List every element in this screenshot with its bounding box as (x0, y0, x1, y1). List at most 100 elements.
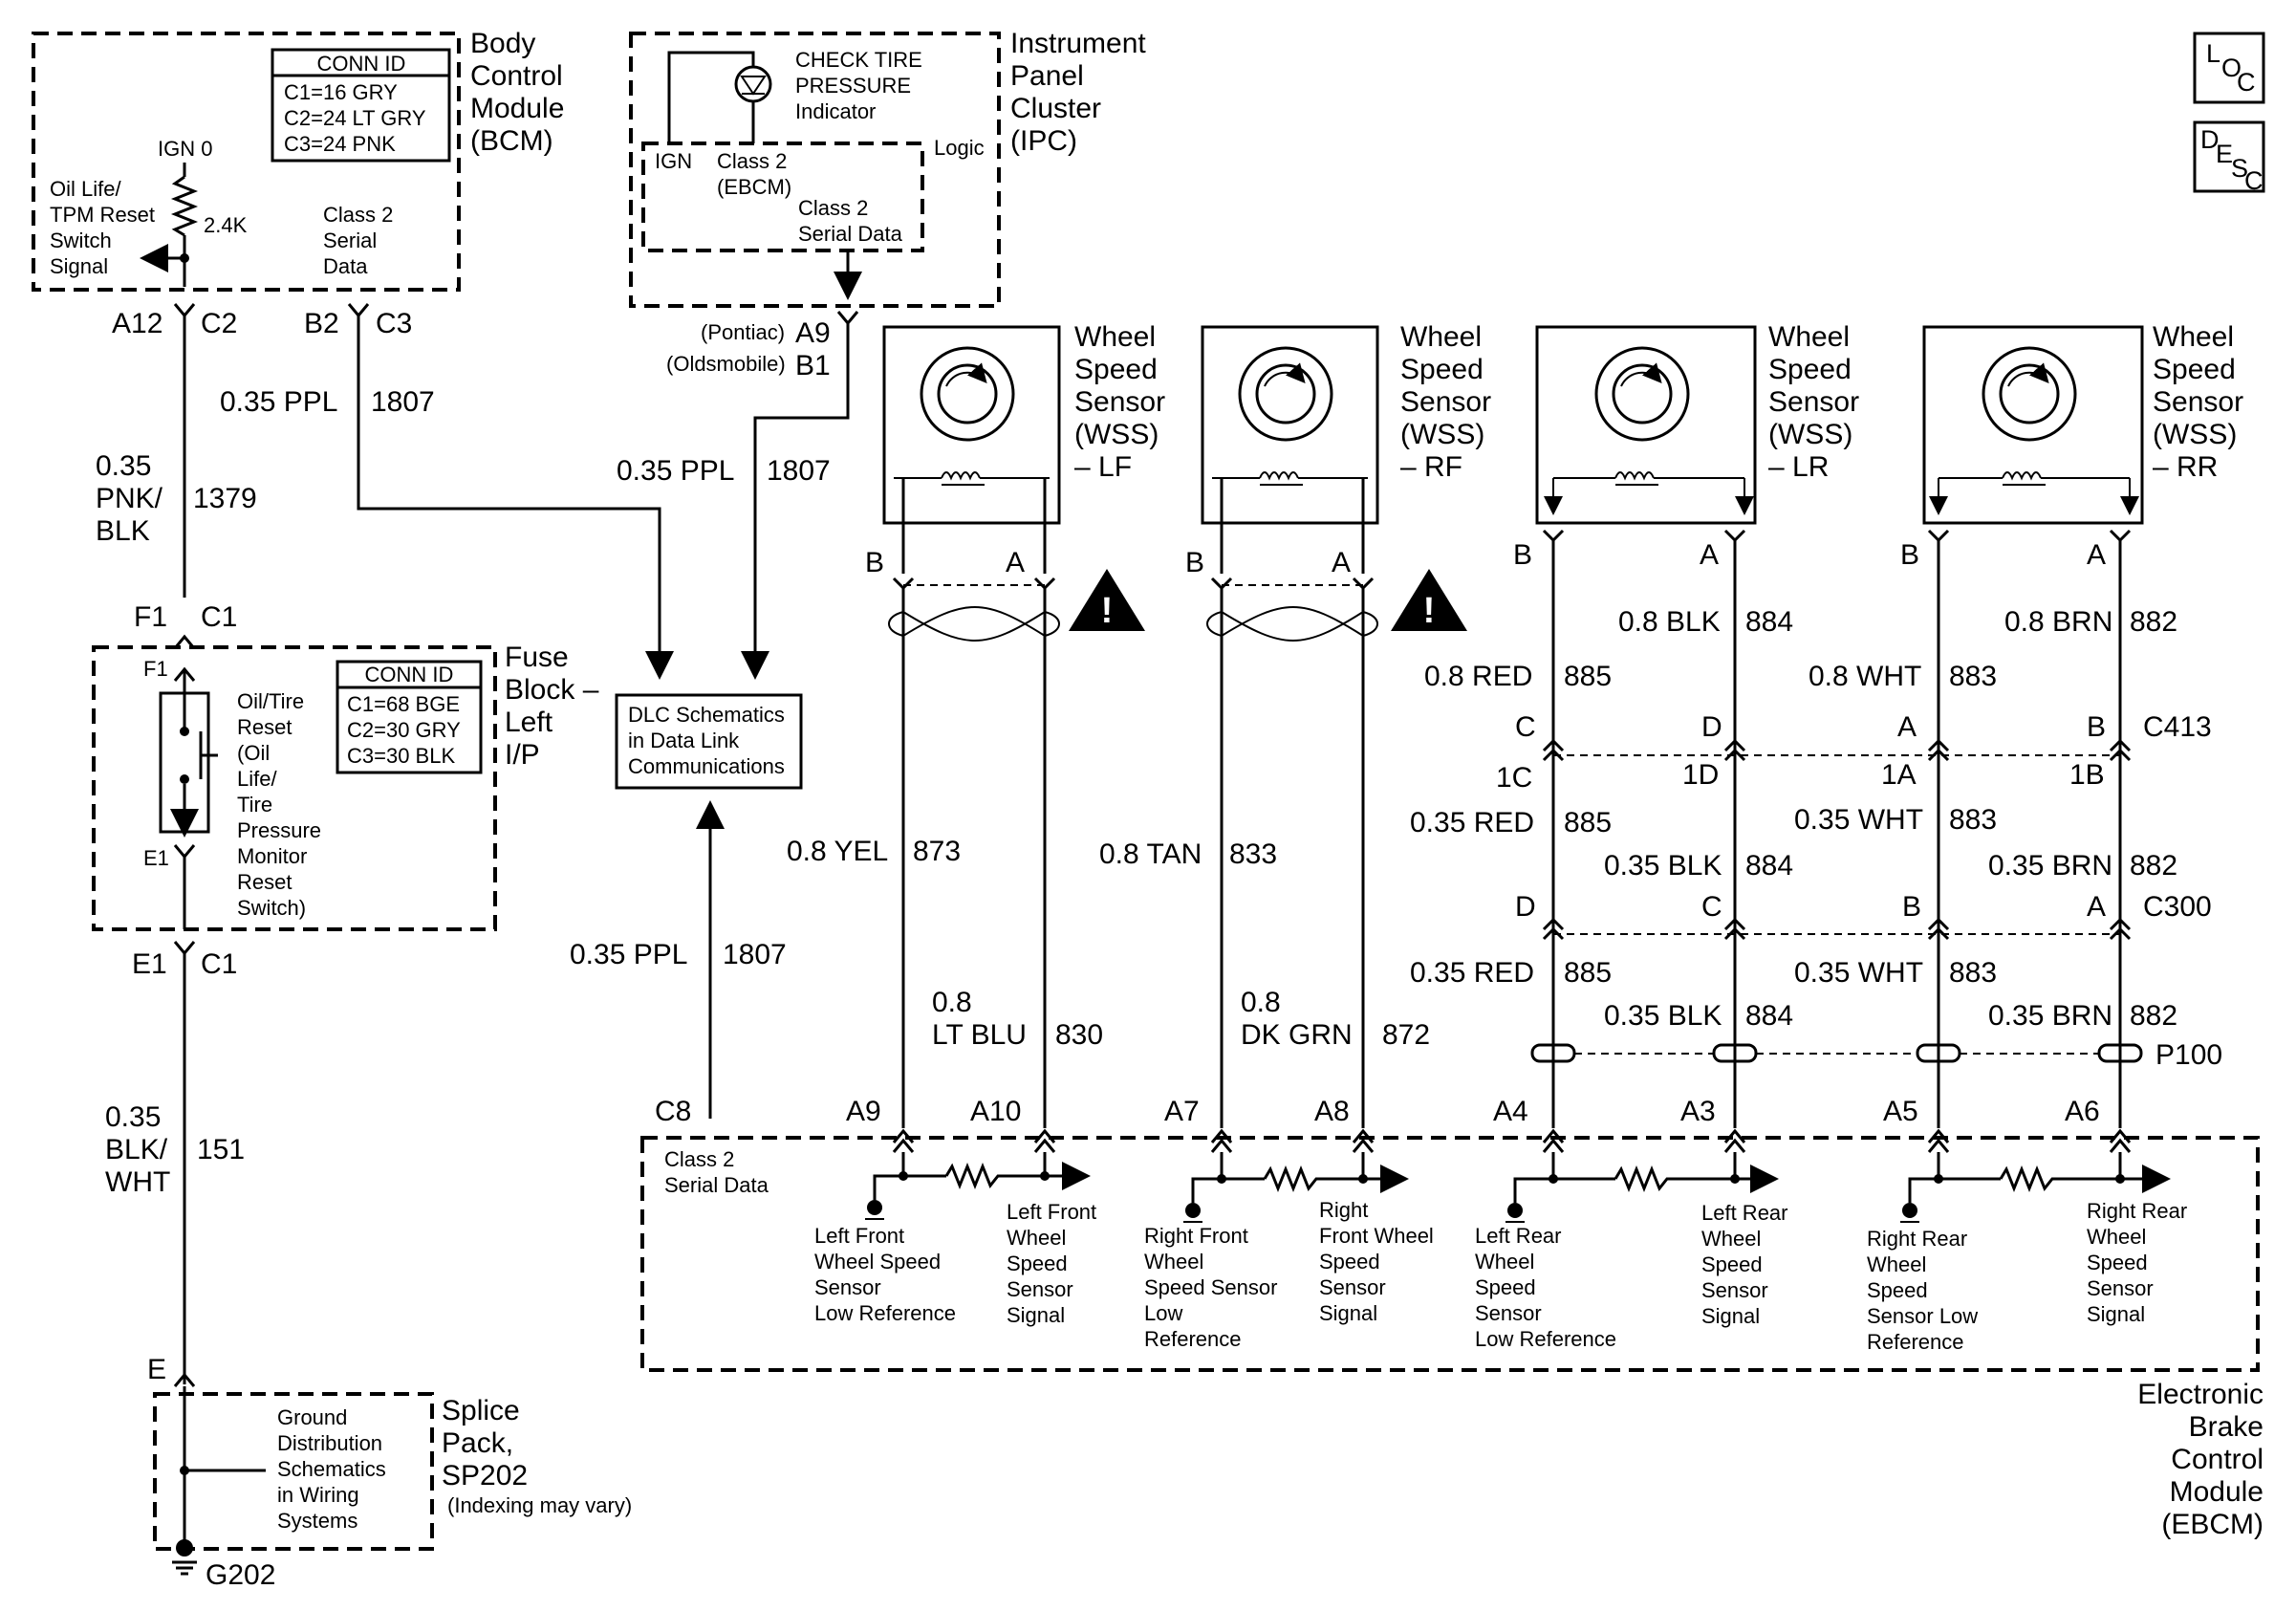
desc-icon[interactable]: D E S C (2193, 120, 2265, 195)
ebcm-lr-low-3: Speed (1475, 1275, 1536, 1299)
ebcm-lf-sig-1: Left Front (1007, 1200, 1096, 1224)
ground-icon (1185, 1203, 1201, 1218)
wire-bcm-num: 1807 (371, 386, 435, 418)
ebcm-rr-low-3: Speed (1867, 1278, 1928, 1302)
ground-icon (176, 1539, 193, 1557)
c413-1b: 1B (2069, 759, 2105, 791)
rear-r1-gauge: 0.8 BLK (1618, 606, 1721, 638)
wss-rf-t3: Sensor (1400, 386, 1491, 418)
wire-tan-gauge: 0.8 TAN (1099, 838, 1202, 870)
ebcm-rf-sig-1: Right (1319, 1198, 1368, 1222)
wss-lr-t5: – LR (1768, 451, 1829, 483)
fuse-e1-inner: E1 (143, 846, 169, 870)
c300-label: C300 (2143, 891, 2212, 923)
ipc-title-2: Panel (1010, 60, 1084, 92)
bcm-title-4: (BCM) (470, 125, 553, 157)
wss-lr-t3: Sensor (1768, 386, 1859, 418)
wss-lf-t5: – LF (1074, 451, 1132, 483)
ground-icon (867, 1200, 882, 1215)
ebcm-title-4: Module (2170, 1476, 2264, 1508)
wss-rr-t5: – RR (2153, 451, 2218, 483)
ebcm-rr-sig-3: Speed (2087, 1251, 2148, 1274)
wire-ltblu-num: 830 (1055, 1019, 1103, 1051)
bcm-title-3: Module (470, 93, 564, 124)
fuse-pin-c1-bot: C1 (201, 948, 237, 980)
ipc-olds: (Oldsmobile) (666, 352, 786, 376)
splice-text-4: in Wiring (277, 1483, 359, 1507)
fuse-pin-c1-top: C1 (201, 601, 237, 633)
warning-icon (1391, 569, 1467, 631)
wss-rr-t3: Sensor (2153, 386, 2243, 418)
ebcm-lr-sig-1: Left Rear (1701, 1201, 1788, 1225)
svg-text:C: C (2244, 166, 2264, 195)
ebcm-rr-low-5: Reference (1867, 1330, 1964, 1354)
bcm-title-1: Body (470, 28, 535, 59)
splice-title-2: Pack, (442, 1427, 513, 1459)
bcm-conn-header: CONN ID (317, 52, 406, 76)
ebcm-pin-a3: A3 (1680, 1096, 1716, 1127)
ebcm-pin-a4: A4 (1493, 1096, 1528, 1127)
rear-r9-num: 885 (1564, 957, 1612, 989)
c413-b: B (2087, 711, 2106, 743)
bcm-serial-3: Data (323, 254, 368, 278)
ebcm-rr-sig-1: Right Rear (2087, 1199, 2187, 1223)
fuse-switch-3: (Oil (237, 741, 270, 765)
ebcm-title-1: Electronic (2137, 1379, 2264, 1410)
svg-text:!: ! (1101, 591, 1114, 631)
ebcm-module: C8 A9 A10 A7 A8 A4 A3 A5 A6 Class 2 Seri… (640, 1096, 2264, 1540)
wire-1807-ipc (741, 323, 850, 680)
fuse-switch-1: Oil/Tire (237, 689, 304, 713)
c413-d: D (1701, 711, 1722, 743)
ebcm-title-3: Control (2171, 1444, 2264, 1475)
ebcm-title-5: (EBCM) (2161, 1509, 2264, 1540)
wss-lf: Wheel Speed Sensor (WSS) – LF B A (865, 321, 1165, 578)
wire-blk-1: 0.35 (105, 1101, 161, 1133)
splice-pack: E G202 Ground Distribution Schematics in… (147, 1354, 632, 1591)
ebcm-lf-low-1: Left Front (814, 1224, 904, 1248)
ebcm-pin-a5: A5 (1883, 1096, 1918, 1127)
wire-pnk-3: BLK (96, 515, 150, 547)
ipc-indicator-1: CHECK TIRE (795, 48, 922, 72)
bcm-conn-c1: C1=16 GRY (284, 80, 398, 104)
ebcm-rr-sig-2: Wheel (2087, 1225, 2146, 1249)
fuse-block: F1 C1 Fuse Block – Left I/P CONN ID C1=6… (92, 601, 599, 980)
splice-title-1: Splice (442, 1395, 520, 1426)
wss-lf-t1: Wheel (1074, 321, 1156, 353)
ebcm-rf-low-1: Right Front (1144, 1224, 1248, 1248)
svg-text:O: O (2221, 54, 2242, 82)
wire-dkgrn-num: 872 (1382, 1019, 1430, 1051)
fuse-switch-5: Tire (237, 793, 272, 816)
wss-lf-t3: Sensor (1074, 386, 1165, 418)
c413-1d: 1D (1682, 759, 1719, 791)
ebcm-lf-low-2: Wheel Speed (814, 1250, 941, 1274)
ebcm-lr-sig-4: Sensor (1701, 1278, 1768, 1302)
ebcm-serial-2: Serial Data (664, 1173, 769, 1197)
c300-b: B (1902, 891, 1921, 923)
fuse-switch-8: Reset (237, 870, 292, 894)
wss-rr-b: B (1900, 539, 1919, 571)
splice-text-1: Ground (277, 1405, 347, 1429)
loc-icon[interactable]: L O C (2193, 32, 2265, 104)
wire-pnk-1: 0.35 (96, 450, 151, 482)
dlc-line-3: Communications (628, 754, 785, 778)
rear-r4-num: 883 (1949, 661, 1997, 692)
bcm-switch-3: Switch (50, 229, 112, 252)
fuse-pin-e1: E1 (132, 948, 167, 980)
splice-text-2: Distribution (277, 1431, 382, 1455)
dlc-schematics-ref[interactable]: DLC Schematics in Data Link Communicatio… (615, 693, 803, 790)
wire-blk-num: 151 (197, 1134, 245, 1165)
ebcm-lf-sig-4: Sensor (1007, 1277, 1073, 1301)
ipc-indicator-2: PRESSURE (795, 74, 911, 98)
ebcm-lf-low-3: Sensor (814, 1275, 881, 1299)
ebcm-rr-low-1: Right Rear (1867, 1227, 1967, 1251)
warning-icon (1069, 569, 1145, 631)
fuse-switch-6: Pressure (237, 818, 321, 842)
lf-wiring: ! 0.8 YEL 873 0.8 LT BLU 830 (787, 569, 1145, 1128)
c413-c: C (1515, 711, 1536, 743)
ebcm-pin-c8: C8 (655, 1096, 691, 1127)
fuse-title-4: I/P (505, 739, 540, 771)
wss-rf-a: A (1332, 547, 1351, 578)
bcm-serial-1: Class 2 (323, 203, 393, 227)
ebcm-lr-sig-3: Speed (1701, 1252, 1763, 1276)
c413-a: A (1897, 711, 1917, 743)
